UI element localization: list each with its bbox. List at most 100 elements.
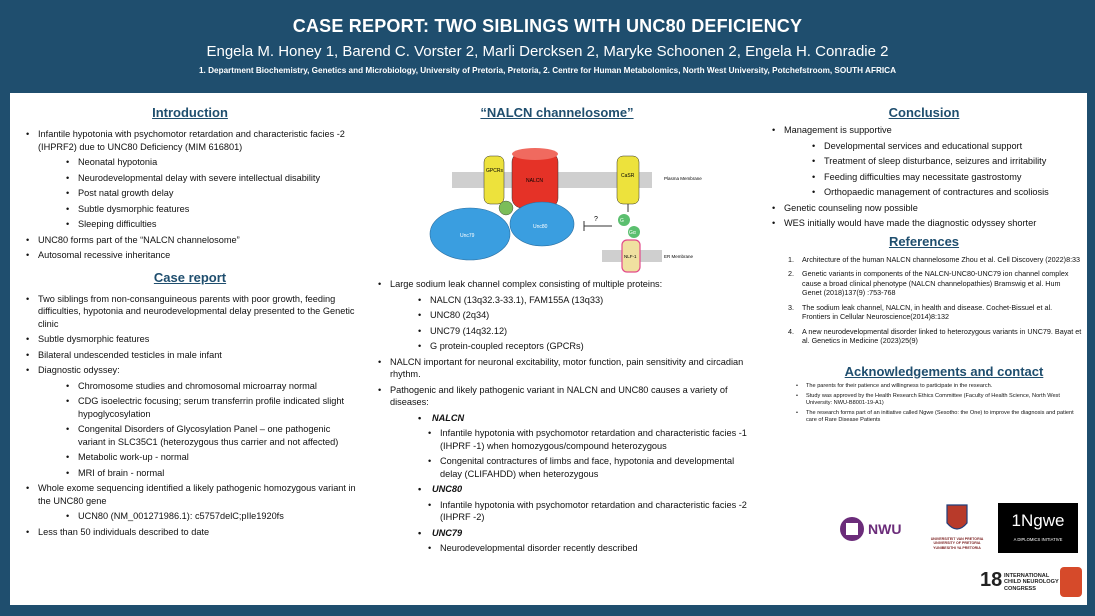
introduction-heading: Introduction xyxy=(152,105,228,120)
sub-bullet-item: Sleeping difficulties xyxy=(20,218,360,231)
up-logo: UNIVERSITEIT VAN PRETORIA UNIVERSITY OF … xyxy=(928,501,986,557)
sub-bullet-item: Developmental services and educational s… xyxy=(766,140,1082,153)
er-membrane-label: ER Membrane xyxy=(664,254,694,259)
congress-text: INTERNATIONAL CHILD NEUROLOGY CONGRESS xyxy=(1004,573,1059,592)
bullet-item: Whole exome sequencing identified a like… xyxy=(20,482,360,507)
acknowledgement-item: The parents for their patience and willi… xyxy=(766,383,1082,390)
congress-logo: 18 INTERNATIONAL CHILD NEUROLOGY CONGRES… xyxy=(980,565,1082,601)
congress-number: 18 xyxy=(980,569,1003,591)
congress-emblem xyxy=(1060,567,1082,597)
reference-item: 2.Genetic variants in components of the … xyxy=(766,269,1082,298)
poster-body: Introduction Infantile hypotonia with ps… xyxy=(10,93,1087,605)
author-list: Engela M. Honey 1, Barend C. Vorster 2, … xyxy=(206,43,889,60)
sub-bullet-item: Orthopaedic management of contractures a… xyxy=(766,186,1082,199)
sub-bullet-item: Metabolic work-up - normal xyxy=(20,451,360,464)
nalcn-label: NALCN xyxy=(526,178,543,184)
casr-label: CaSR xyxy=(621,173,635,179)
g-label: G xyxy=(620,218,624,224)
sub-bullet-item: CDG isoelectric focusing; serum transfer… xyxy=(20,395,360,420)
bullet-item: UNC80 forms part of the “NALCN channelos… xyxy=(20,234,360,247)
sub-bullet-item: Feeding difficulties may necessitate gas… xyxy=(766,171,1082,184)
ngwe-text: 1Ngwe xyxy=(1011,511,1065,530)
left-column: Introduction Infantile hypotonia with ps… xyxy=(20,93,360,541)
disease-item: Neurodevelopmental disorder recently des… xyxy=(372,542,752,555)
bullet-item: Subtle dysmorphic features xyxy=(20,333,360,346)
conclusion-heading: Conclusion xyxy=(888,105,960,120)
nwu-emblem-inner xyxy=(846,523,858,535)
nwu-logo: NWU xyxy=(836,511,916,547)
introduction-list: Infantile hypotonia with psychomotor ret… xyxy=(20,128,360,262)
disease-list: NALCN Infantile hypotonia with psychomoto… xyxy=(372,412,752,555)
references-heading: References xyxy=(888,233,960,249)
nlf1-label: NLF-1 xyxy=(624,254,637,259)
poster-title: CASE REPORT: TWO SIBLINGS WITH UNC80 DEF… xyxy=(292,16,803,36)
unc80-shape xyxy=(509,201,575,247)
nwu-text: NWU xyxy=(868,521,901,537)
ngwe-logo: 1Ngwe A DIPLOMICS INITIATIVE xyxy=(998,503,1078,553)
sub-bullet-item: Congenital Disorders of Glycosylation Pa… xyxy=(20,423,360,448)
sub-bullet-item: UCN80 (NM_001271986.1): c5757delC;pIle19… xyxy=(20,510,360,523)
sub-bullet-item: UNC80 (2q34) xyxy=(372,309,752,322)
acknowledgements-heading: Acknowledgements and contact xyxy=(844,363,1044,379)
gpcr-shape xyxy=(483,155,505,205)
references-list: 1.Architecture of the human NALCN channe… xyxy=(766,255,1082,346)
disease-gene: UNC80 xyxy=(372,483,752,496)
affiliations: 1. Department Biochemistry, Genetics and… xyxy=(199,66,896,75)
disease-item: Infantile hypotonia with psychomotor ret… xyxy=(372,427,752,452)
bullet-item: Management is supportive xyxy=(766,124,1082,137)
fam155a-shape xyxy=(498,200,514,216)
nalcn-channelosome-diagram: GPCRs NALCN Unc79 Unc80 CaSR Plasma Memb… xyxy=(429,148,702,273)
sub-bullet-item: Treatment of sleep disturbance, seizures… xyxy=(766,155,1082,168)
bullet-item: Two siblings from non-consanguineous par… xyxy=(20,293,360,331)
up-crest xyxy=(946,504,968,530)
reference-item: 4. A new neurodevelopmental disorder link… xyxy=(766,327,1082,346)
sub-bullet-item: UNC79 (14q32.12) xyxy=(372,325,752,338)
bullet-item: Autosomal recessive inheritance xyxy=(20,249,360,262)
acknowledgement-item: The research forms part of an initiative… xyxy=(766,410,1082,424)
unc79-shape xyxy=(429,207,511,261)
g-protein-beta xyxy=(618,214,630,226)
reference-text: Architecture of the human NALCN channelo… xyxy=(802,254,1081,264)
up-logo-graphic xyxy=(946,504,968,530)
case-report-heading: Case report xyxy=(153,269,227,285)
g-protein-alpha xyxy=(628,226,640,238)
sub-bullet-item: G protein-coupled receptors (GPCRs) xyxy=(372,340,752,353)
sub-bullet-item: MRI of brain - normal xyxy=(20,467,360,480)
bullet-item: Less than 50 individuals described to da… xyxy=(20,526,360,539)
bullet-item: Infantile hypotonia with psychomotor ret… xyxy=(20,128,360,153)
reference-number: 3. xyxy=(788,302,794,312)
up-text: UNIVERSITEIT VAN PRETORIA UNIVERSITY OF … xyxy=(930,537,984,550)
unc80-label: Unc80 xyxy=(533,224,548,230)
reference-text: A new neurodevelopmental disorder linked… xyxy=(802,326,1082,346)
right-column: Conclusion Management is supportiveDevel… xyxy=(766,93,1082,597)
bullet-item: Pathogenic and likely pathogenic variant… xyxy=(372,384,752,409)
reference-text: Genetic variants in components of the NA… xyxy=(802,269,1069,297)
poster-header: CASE REPORT: TWO SIBLINGS WITH UNC80 DEF… xyxy=(0,0,1095,92)
galpha-label: Gα xyxy=(629,230,636,236)
gpcr-label: GPCRs xyxy=(486,168,503,174)
reference-item: 3. The sodium leak channel, NALCN, in hea… xyxy=(766,303,1082,322)
sub-bullet-item: NALCN (13q32.3-33.1), FAM155A (13q33) xyxy=(372,294,752,307)
bullet-item: Large sodium leak channel complex consis… xyxy=(372,278,752,291)
reference-item: 1.Architecture of the human NALCN channe… xyxy=(766,255,1082,265)
acknowledgement-item: Study was approved by the Health Researc… xyxy=(766,393,1082,407)
disease-gene: NALCN xyxy=(372,412,752,425)
ngwe-tagline: A DIPLOMICS INITIATIVE xyxy=(1013,537,1063,542)
sub-bullet-item: Neonatal hypotonia xyxy=(20,156,360,169)
bullet-item: Diagnostic odyssey: xyxy=(20,364,360,377)
conclusion-list: Management is supportiveDevelopmental se… xyxy=(766,124,1082,230)
sub-bullet-item: Neurodevelopmental delay with severe int… xyxy=(20,172,360,185)
unc79-label: Unc79 xyxy=(460,233,475,239)
unknown-mark: ? xyxy=(594,216,598,223)
reference-text: The sodium leak channel, NALCN, in healt… xyxy=(802,302,1053,322)
bullet-item: Bilateral undescended testicles in male … xyxy=(20,349,360,362)
case-report-list: Two siblings from non-consanguineous par… xyxy=(20,293,360,539)
bullet-item: Genetic counseling now possible xyxy=(766,202,1082,215)
disease-item: Congenital contractures of limbs and fac… xyxy=(372,455,752,480)
reference-number: 4. xyxy=(788,326,794,336)
middle-column: “NALCN channelosome” GPCRs NALCN Unc79 U… xyxy=(372,93,752,558)
nlf1-shape xyxy=(621,239,641,273)
sub-bullet-item: Post natal growth delay xyxy=(20,187,360,200)
channelosome-list: Large sodium leak channel complex consis… xyxy=(372,278,752,409)
casr-shape xyxy=(616,155,640,205)
